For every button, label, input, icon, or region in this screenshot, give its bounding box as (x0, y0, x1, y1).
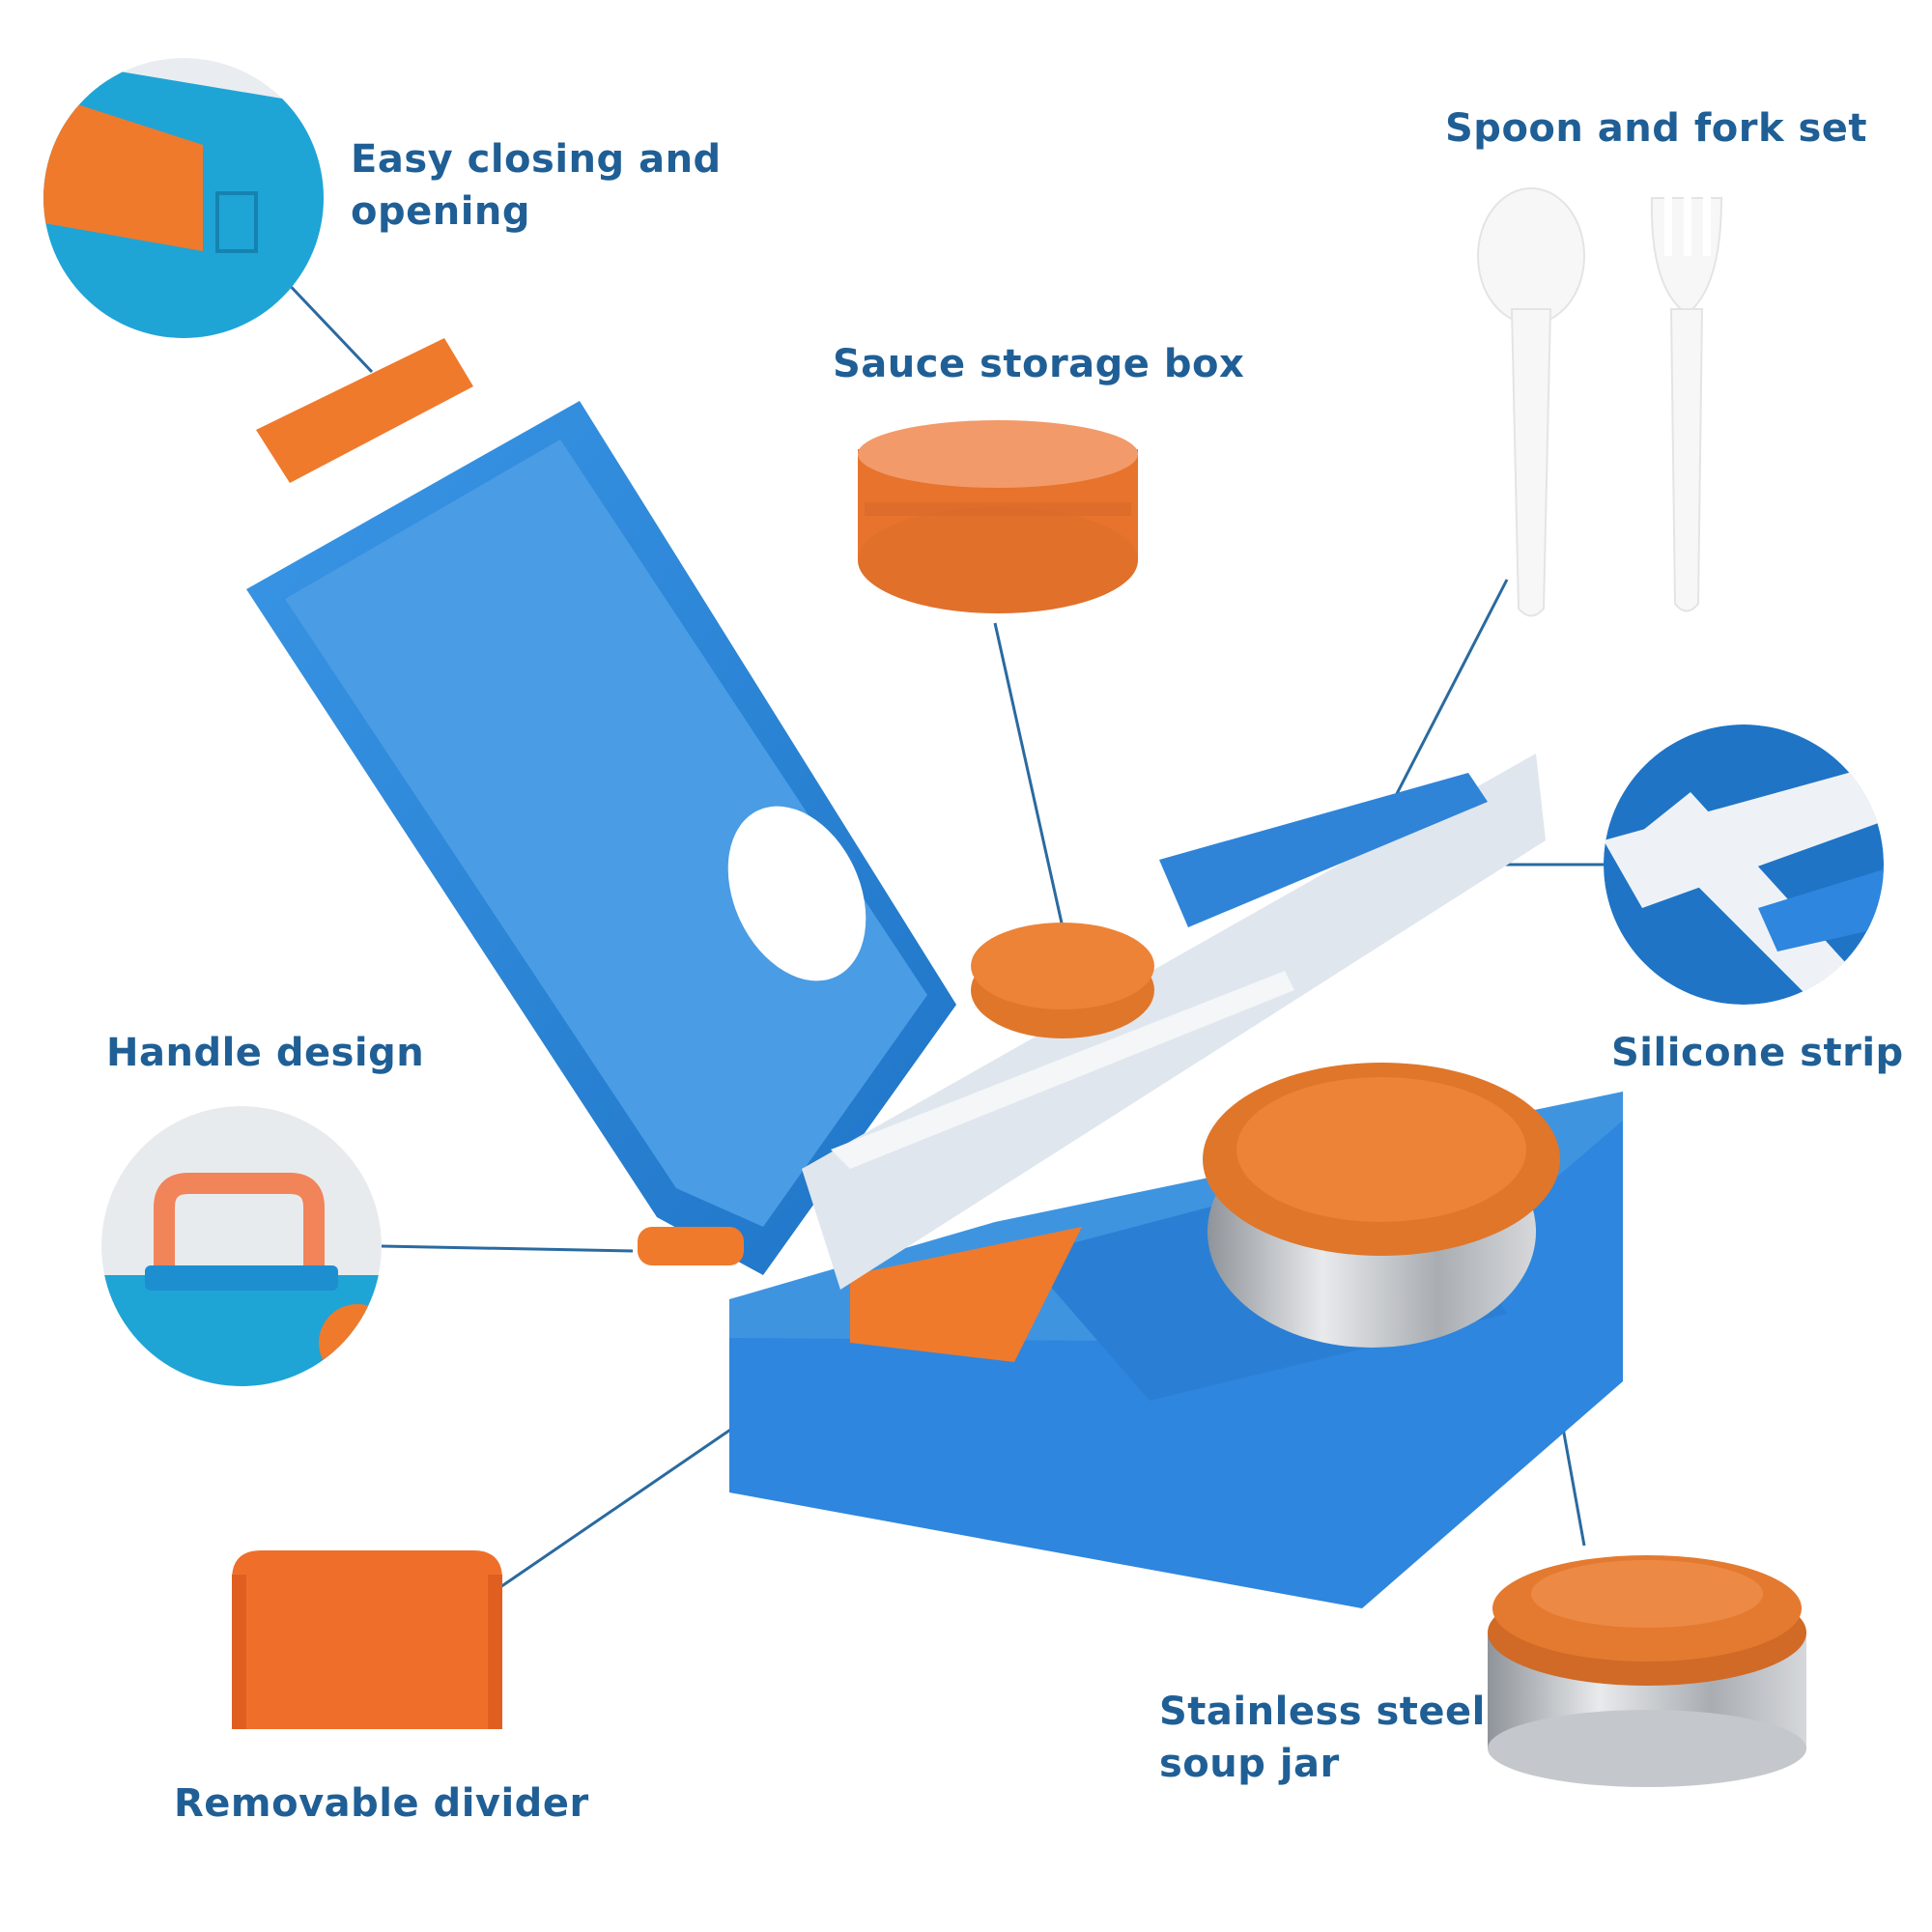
sauce-box-icon (858, 420, 1138, 613)
leader-sauce (993, 622, 1065, 928)
bento-box-icon (246, 338, 1623, 1608)
divider-icon (232, 1550, 502, 1729)
sauce-box-label: Sauce storage box (833, 342, 1245, 386)
fork-icon (1650, 188, 1723, 612)
silicone-strip-detail-icon (1604, 724, 1884, 1005)
leader-closing (278, 273, 374, 374)
closing-latch-detail-icon (43, 58, 324, 338)
handle-label: Handle design (106, 1031, 425, 1075)
easy-closing-line-2: opening (351, 189, 531, 234)
soup-jar-icon (1488, 1555, 1806, 1787)
silicone-label: Silicone strip (1611, 1031, 1904, 1075)
soup-jar-line-2: soup jar (1159, 1742, 1340, 1786)
soup-jar-label: Stainless steel soup jar (1159, 1686, 1486, 1790)
spoon-icon (1477, 187, 1585, 617)
easy-closing-line-1: Easy closing and (351, 137, 722, 182)
divider-label: Removable divider (174, 1781, 589, 1826)
soup-jar-line-1: Stainless steel (1159, 1690, 1486, 1734)
handle-detail-icon (101, 1106, 382, 1386)
spoon-fork-label: Spoon and fork set (1445, 106, 1868, 151)
easy-closing-label: Easy closing and opening (351, 133, 722, 238)
leader-handle (381, 1244, 634, 1253)
